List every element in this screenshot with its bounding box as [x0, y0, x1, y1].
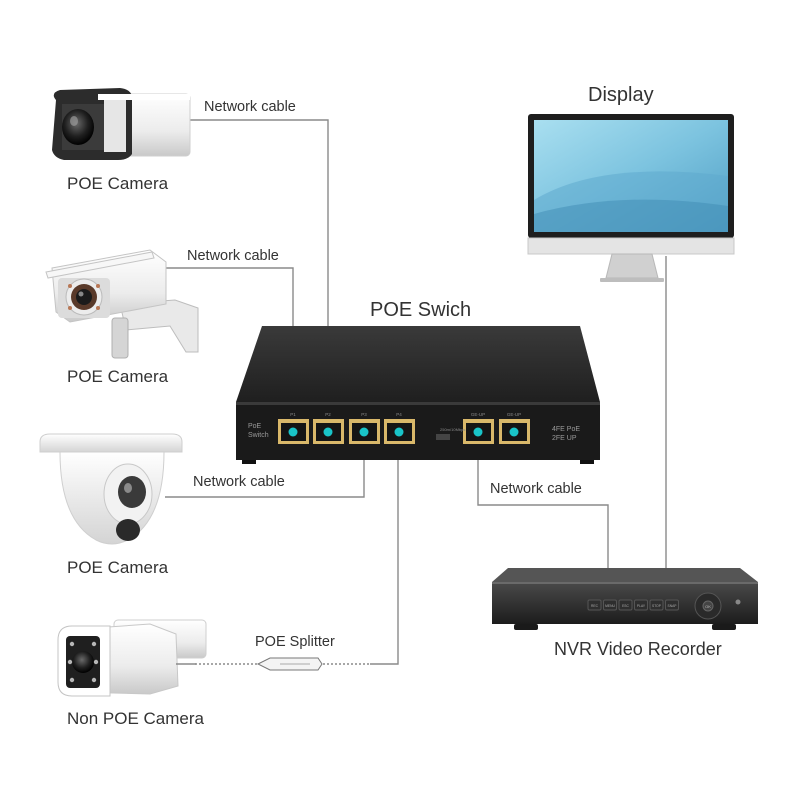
switch-panel-text-uplink: 2FE UP — [552, 435, 577, 442]
cable-camera-1 — [190, 119, 329, 428]
port-label: P2 — [325, 412, 331, 417]
cable-3-label: Network cable — [193, 474, 285, 490]
display-label: Display — [588, 84, 654, 106]
nvr-button-4[interactable]: PLAY — [634, 599, 648, 611]
nvr-nav-ok-button[interactable] — [702, 600, 714, 612]
switch-ports: P1 P2 P3 P4 GE-UP GE-UP — [278, 412, 530, 444]
cable-lines — [165, 119, 667, 665]
port-label: GE-UP — [471, 412, 485, 417]
port-label: GE-UP — [507, 412, 521, 417]
nvr-button-5[interactable]: STOP — [649, 599, 664, 611]
poe-camera-1 — [52, 88, 191, 160]
nvr-button-body — [649, 599, 664, 611]
nvr-power-led — [735, 599, 741, 605]
port-label: P4 — [396, 412, 402, 417]
cable-1-label: Network cable — [204, 99, 296, 115]
nvr-nav-ok-label: OK — [705, 604, 711, 609]
camera-1-label: POE Camera — [67, 174, 169, 193]
switch-port-4[interactable]: P4 — [384, 412, 415, 444]
nvr-button-label: STOP — [652, 604, 662, 608]
nvr-button-6[interactable]: SNAP — [665, 599, 679, 611]
cable-2-label: Network cable — [187, 248, 279, 264]
nvr-button-2[interactable]: MENU — [603, 599, 617, 611]
nvr-button-body — [618, 599, 633, 611]
nvr-buttons: REC MENU ESC PLAY STOP SNAP — [587, 599, 679, 611]
switch-label: POE Swich — [370, 299, 472, 321]
cable-splitter-to-switch — [370, 436, 399, 665]
camera-3-label: POE Camera — [67, 558, 169, 577]
nvr-button-1[interactable]: REC — [587, 599, 602, 611]
port-link-indicator — [394, 427, 404, 437]
poe-splitter — [256, 657, 323, 671]
camera-4-label: Non POE Camera — [67, 709, 204, 728]
non-poe-camera — [57, 619, 207, 697]
nvr-button-label: REC — [591, 604, 599, 608]
poe-camera-2 — [45, 249, 199, 359]
poe-camera-3 — [39, 433, 183, 545]
nvr-button-body — [665, 599, 679, 611]
display-monitor — [527, 114, 735, 282]
nvr-button-body — [587, 599, 602, 611]
port-link-indicator — [359, 427, 369, 437]
switch-panel-text-switch: Switch — [248, 432, 269, 439]
nvr-label: NVR Video Recorder — [554, 639, 722, 659]
nvr-button-label: ESC — [622, 604, 629, 608]
port-link-indicator — [509, 427, 519, 437]
switch-port-1[interactable]: P1 — [278, 412, 309, 444]
dip-switch-label: 250m/10Mbps — [440, 427, 465, 432]
port-link-indicator — [473, 427, 483, 437]
splitter-label: POE Splitter — [255, 634, 335, 650]
nvr-recorder: REC MENU ESC PLAY STOP SNAP OK — [492, 568, 758, 630]
nvr-button-body — [634, 599, 648, 611]
nvr-button-3[interactable]: ESC — [618, 599, 633, 611]
nvr-button-label: MENU — [605, 604, 615, 608]
cable-switch-to-nvr — [477, 436, 609, 568]
port-link-indicator — [288, 427, 298, 437]
cable-nvr-label: Network cable — [490, 481, 582, 497]
switch-port-3[interactable]: P3 — [349, 412, 380, 444]
switch-panel-text-ports: 4FE PoE — [552, 426, 580, 433]
nvr-button-label: PLAY — [637, 604, 646, 608]
switch-port-2[interactable]: P2 — [313, 412, 344, 444]
poe-switch: P1 P2 P3 P4 GE-UP GE-UP 250m/10Mbps PoE Switc… — [236, 326, 600, 464]
nvr-button-body — [603, 599, 617, 611]
dip-switch[interactable] — [436, 434, 450, 440]
port-link-indicator — [323, 427, 333, 437]
camera-2-label: POE Camera — [67, 367, 169, 386]
port-label: P3 — [361, 412, 367, 417]
nvr-button-label: SNAP — [668, 604, 678, 608]
port-label: P1 — [290, 412, 296, 417]
switch-panel-text-poe: PoE — [248, 423, 262, 430]
switch-port-5[interactable]: GE-UP — [463, 412, 494, 444]
switch-port-6[interactable]: GE-UP — [499, 412, 530, 444]
